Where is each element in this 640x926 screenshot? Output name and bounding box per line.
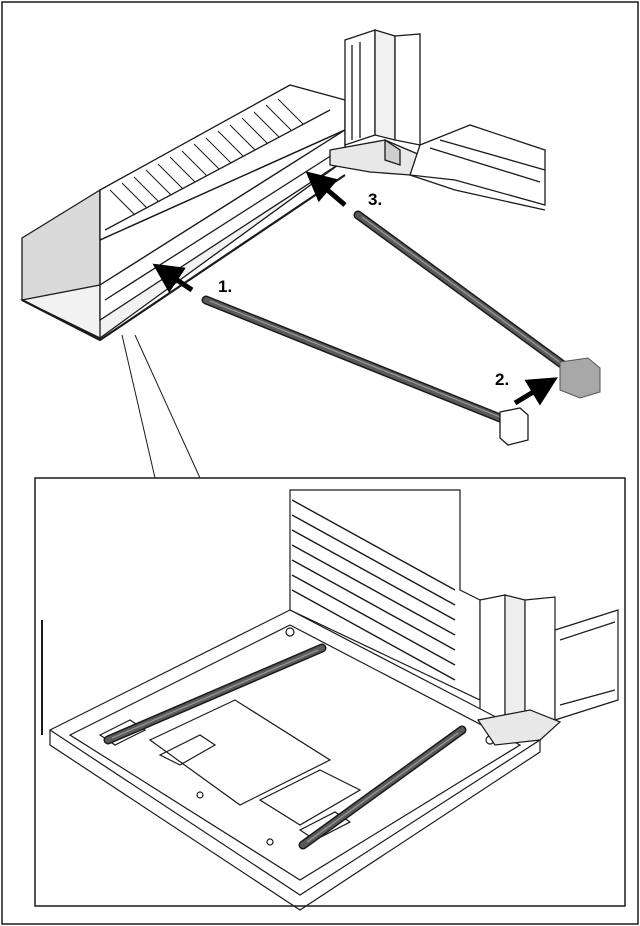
step-arrows — [152, 171, 558, 406]
arrow-icon — [152, 263, 194, 293]
rail-right — [353, 210, 601, 399]
inset-rail-right — [298, 725, 467, 850]
inset-hinge — [476, 709, 562, 746]
step-label-2: 2. — [495, 370, 509, 389]
appliance-top-view — [19, 84, 346, 342]
rail-left-cap — [499, 407, 529, 446]
rail-right-cap — [559, 357, 601, 399]
detail-inset — [41, 489, 619, 911]
zoom-lines — [121, 334, 201, 479]
door-frame — [329, 29, 546, 211]
arrow-icon — [513, 377, 558, 406]
rail-left — [201, 295, 529, 446]
step-label-1: 1. — [218, 277, 232, 296]
inset-door-frame — [479, 594, 506, 731]
door-panel — [409, 124, 546, 206]
inset-rail-left — [103, 643, 327, 745]
arrow-icon — [305, 171, 347, 207]
grille-slats — [109, 98, 304, 216]
step-label-3: 3. — [368, 190, 382, 209]
inset-door — [554, 609, 619, 721]
